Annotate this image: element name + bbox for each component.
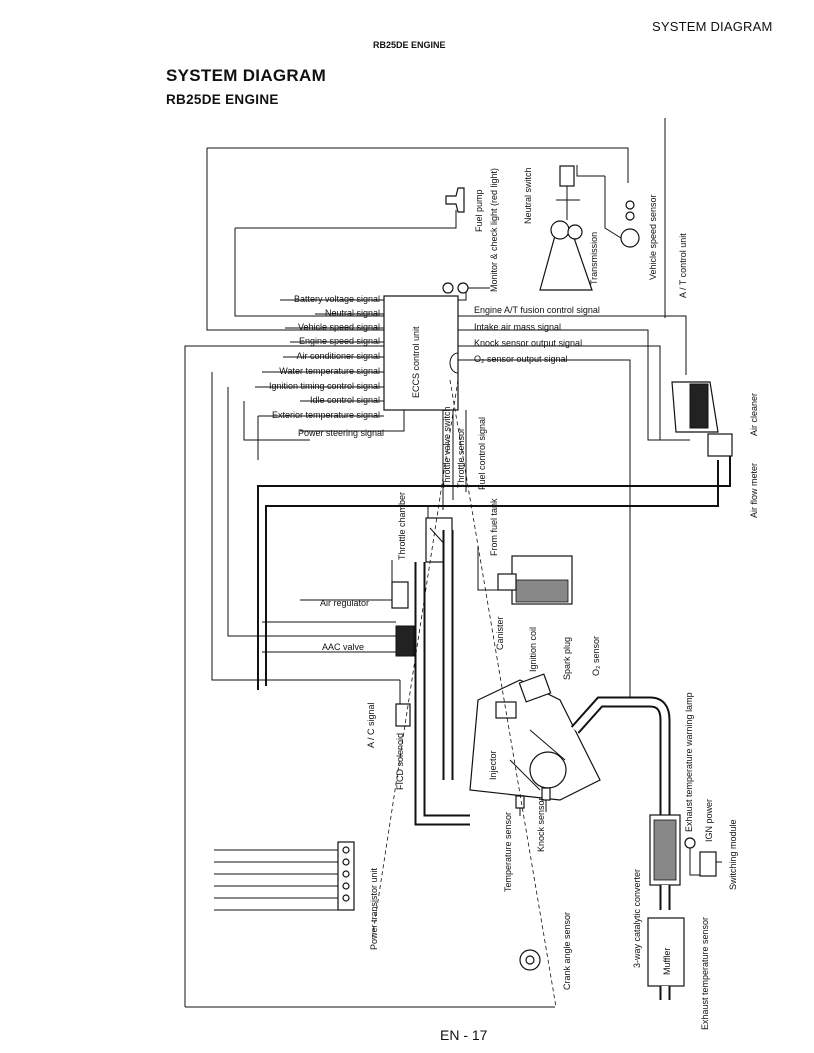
crank-angle-sensor: Crank angle sensor — [519, 912, 572, 990]
monitor-check-light-label: Monitor & check light (red light) — [489, 168, 499, 292]
intake-duct — [257, 456, 731, 690]
signal-exterior-temperature: Exterior temperature signal — [272, 410, 380, 420]
vertical-signal-wires: Throttle valve switch Throttle sensor Fu… — [442, 406, 487, 510]
signal-intake-air-mass: Intake air mass signal — [474, 322, 561, 332]
air-regulator: Air regulator — [300, 560, 409, 609]
exhaust-temp-sensor-label: Exhaust temperature sensor — [700, 917, 710, 1030]
canister-label: Canister — [495, 616, 505, 650]
throttle-chamber: Throttle chamber — [397, 492, 470, 826]
ac-signal-label: A / C signal — [366, 702, 376, 748]
ignition-coil-label: Ignition coil — [528, 627, 538, 672]
power-transistor-unit: Power transistor unit — [214, 841, 379, 950]
left-signal-labels: Battery voltage signal Neutral signal Ve… — [269, 294, 384, 438]
signal-air-conditioner: Air conditioner signal — [296, 351, 380, 361]
muffler-label: Muffler — [662, 948, 672, 975]
signal-idle-control: Idle control signal — [310, 395, 380, 405]
aac-valve-label: AAC valve — [322, 642, 364, 652]
knock-sensor-label: Knock sensor — [536, 797, 546, 852]
fuel-pump-label: Fuel pump — [474, 189, 484, 232]
engine-block: Injector — [469, 673, 601, 801]
signal-fuel-control: Fuel control signal — [477, 417, 487, 490]
page-subtitle: RB25DE ENGINE — [166, 92, 279, 107]
vehicle-speed-sensor-label: Vehicle speed sensor — [648, 194, 658, 280]
switching-module-label: Switching module — [728, 819, 738, 890]
wiring-frame — [184, 118, 690, 1008]
section-header-right: SYSTEM DIAGRAM — [652, 19, 773, 34]
at-control-unit-label: A / T control unit — [678, 233, 688, 298]
temperature-sensor-label: Temperature sensor — [503, 812, 513, 892]
air-regulator-label: Air regulator — [320, 598, 369, 608]
left-signal-lines — [211, 299, 405, 681]
right-signal-labels: Engine A/T fusion control signal Intake … — [474, 305, 600, 364]
ecu-box — [383, 295, 459, 411]
dashed-lines — [371, 379, 557, 1008]
signal-power-steering: Power steering signal — [298, 428, 384, 438]
vehicle-speed-sensor: Vehicle speed sensor A / T control unit — [604, 176, 688, 298]
ficd-solenoid-label: FICD solenoid — [395, 733, 405, 790]
spark-plug-label: Spark plug — [562, 637, 572, 680]
page-number: EN - 17 — [440, 1027, 488, 1043]
signal-vehicle-speed: Vehicle speed signal — [298, 322, 380, 332]
aac-valve: AAC valve — [262, 621, 415, 657]
ecu-label: ECCS control unit — [411, 326, 421, 398]
section-header-center: RB25DE ENGINE — [373, 40, 446, 50]
air-cleaner-label: Air cleaner — [749, 393, 759, 436]
ecu-connectors — [442, 282, 469, 374]
canister: From fuel tank Canister — [477, 498, 573, 650]
catalytic-converter-label: 3-way catalytic converter — [632, 869, 642, 968]
signal-water-temperature: Water temperature signal — [279, 366, 380, 376]
signal-o2-sensor-output: O₂ sensor output signal — [474, 354, 568, 364]
signal-battery-voltage: Battery voltage signal — [294, 294, 380, 304]
power-transistor-unit-label: Power transistor unit — [369, 867, 379, 950]
signal-engine-speed: Engine speed signal — [299, 336, 380, 346]
exhaust-path: Muffler 3-way catalytic converter Exhaus… — [570, 696, 710, 1030]
ficd-solenoid: A / C signal FICD solenoid — [366, 680, 411, 790]
transmission-label: Transmission — [589, 232, 599, 285]
crank-angle-sensor-label: Crank angle sensor — [562, 912, 572, 990]
ignition-labels: Ignition coil Spark plug O₂ sensor — [528, 627, 601, 680]
signal-throttle-sensor: Throttle sensor — [456, 428, 466, 488]
neutral-switch-label: Neutral switch — [523, 167, 533, 224]
exhaust-temp-warning-lamp-label: Exhaust temperature warning lamp — [684, 692, 694, 832]
page-title: SYSTEM DIAGRAM — [166, 66, 327, 85]
signal-throttle-valve-switch: Throttle valve switch — [442, 406, 452, 488]
ign-power-label: IGN power — [704, 799, 714, 842]
throttle-chamber-label: Throttle chamber — [397, 492, 407, 560]
signal-ignition-timing: Ignition timing control signal — [269, 381, 380, 391]
signal-engine-at-fusion: Engine A/T fusion control signal — [474, 305, 600, 315]
signal-knock-sensor-output: Knock sensor output signal — [474, 338, 582, 348]
signal-neutral: Neutral signal — [325, 308, 380, 318]
o2-sensor-label: O₂ sensor — [591, 636, 601, 676]
air-cleaner: Air cleaner Air flow meter — [671, 381, 759, 518]
air-flow-meter-label: Air flow meter — [749, 463, 759, 518]
engine-sensors: Temperature sensor Knock sensor — [503, 787, 551, 892]
fuel-pump: Fuel pump Monitor & check light (red lig… — [445, 168, 499, 292]
transmission: Neutral switch Transmission — [523, 165, 599, 291]
exhaust-warning-group: Exhaust temperature warning lamp IGN pow… — [684, 692, 738, 890]
injector-label: Injector — [488, 750, 498, 780]
from-fuel-tank-label: From fuel tank — [489, 498, 499, 556]
